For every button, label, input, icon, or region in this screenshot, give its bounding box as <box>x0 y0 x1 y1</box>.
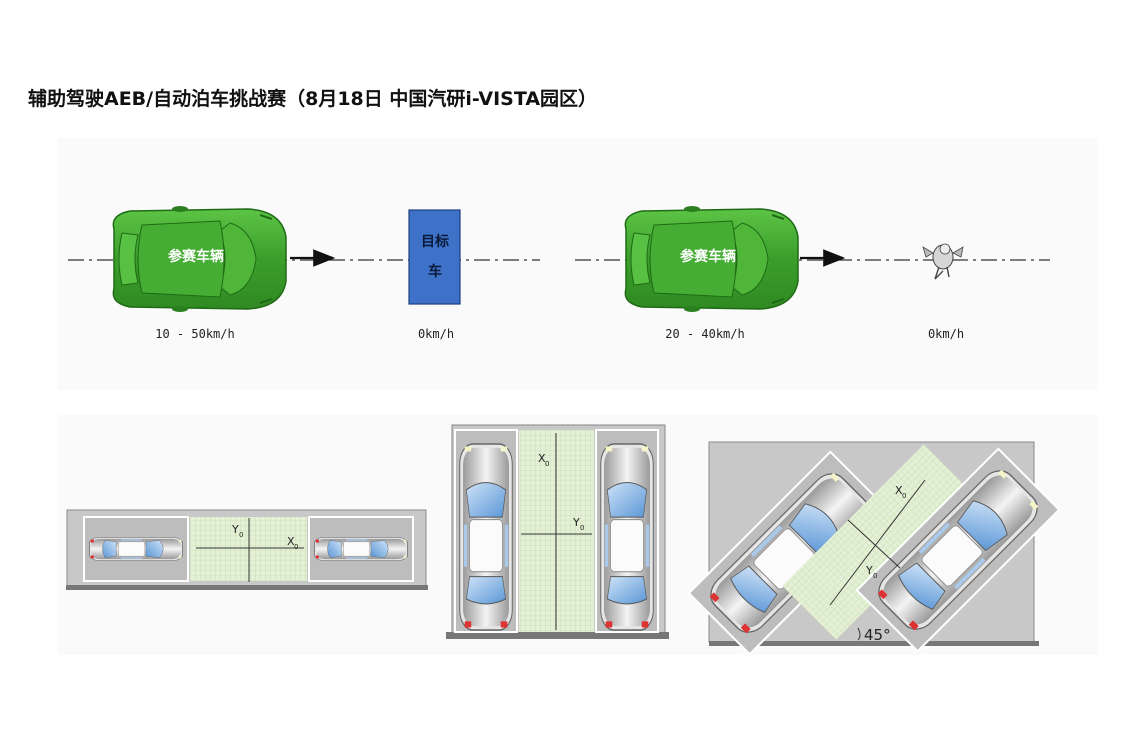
test-car-1: 参赛车辆 <box>112 205 287 313</box>
speed-pedestrian: 0km/h <box>927 327 965 341</box>
svg-text:0: 0 <box>545 460 549 468</box>
svg-text:Y: Y <box>231 523 239 536</box>
svg-text:0: 0 <box>239 531 243 539</box>
angled-y-label: Y 0 <box>865 564 877 580</box>
test-car-2: 参赛车辆 <box>624 205 799 313</box>
speed-ego-car-scene: 10 - 50km/h <box>155 327 235 341</box>
target-car: 目标 车 <box>408 209 461 305</box>
test-car-1-label: 参赛车辆 <box>168 248 224 265</box>
target-car-label-1: 目标 <box>421 233 449 250</box>
svg-text:0: 0 <box>294 543 298 551</box>
page-title: 辅助驾驶AEB/自动泊车挑战赛（8月18日 中国汽研i-VISTA园区） <box>28 88 598 110</box>
angle-label: 45° <box>864 626 891 644</box>
svg-text:X: X <box>895 484 903 497</box>
svg-text:X: X <box>287 535 295 548</box>
svg-text:0: 0 <box>902 492 906 500</box>
svg-text:0: 0 <box>580 524 584 532</box>
svg-text:Y: Y <box>572 516 580 529</box>
angled-parking-diagram <box>687 441 1061 656</box>
speed-target-car: 0km/h <box>417 327 455 341</box>
speed-ego-ped-scene: 20 - 40km/h <box>665 327 745 341</box>
svg-text:0: 0 <box>873 572 877 580</box>
svg-text:Y: Y <box>865 564 873 577</box>
parallel-x-label: X 0 <box>287 535 298 551</box>
test-car-2-label: 参赛车辆 <box>680 248 736 265</box>
perpendicular-parking-diagram <box>446 424 669 639</box>
parallel-y-label: Y 0 <box>231 523 243 539</box>
angled-x-label: X 0 <box>895 484 906 500</box>
target-car-label-2: 车 <box>428 263 442 280</box>
perpendicular-x-label: X 0 <box>538 452 549 468</box>
perpendicular-y-label: Y 0 <box>572 516 584 532</box>
svg-text:X: X <box>538 452 546 465</box>
parallel-parking-diagram <box>66 509 428 590</box>
pedestrian-target <box>922 243 964 280</box>
